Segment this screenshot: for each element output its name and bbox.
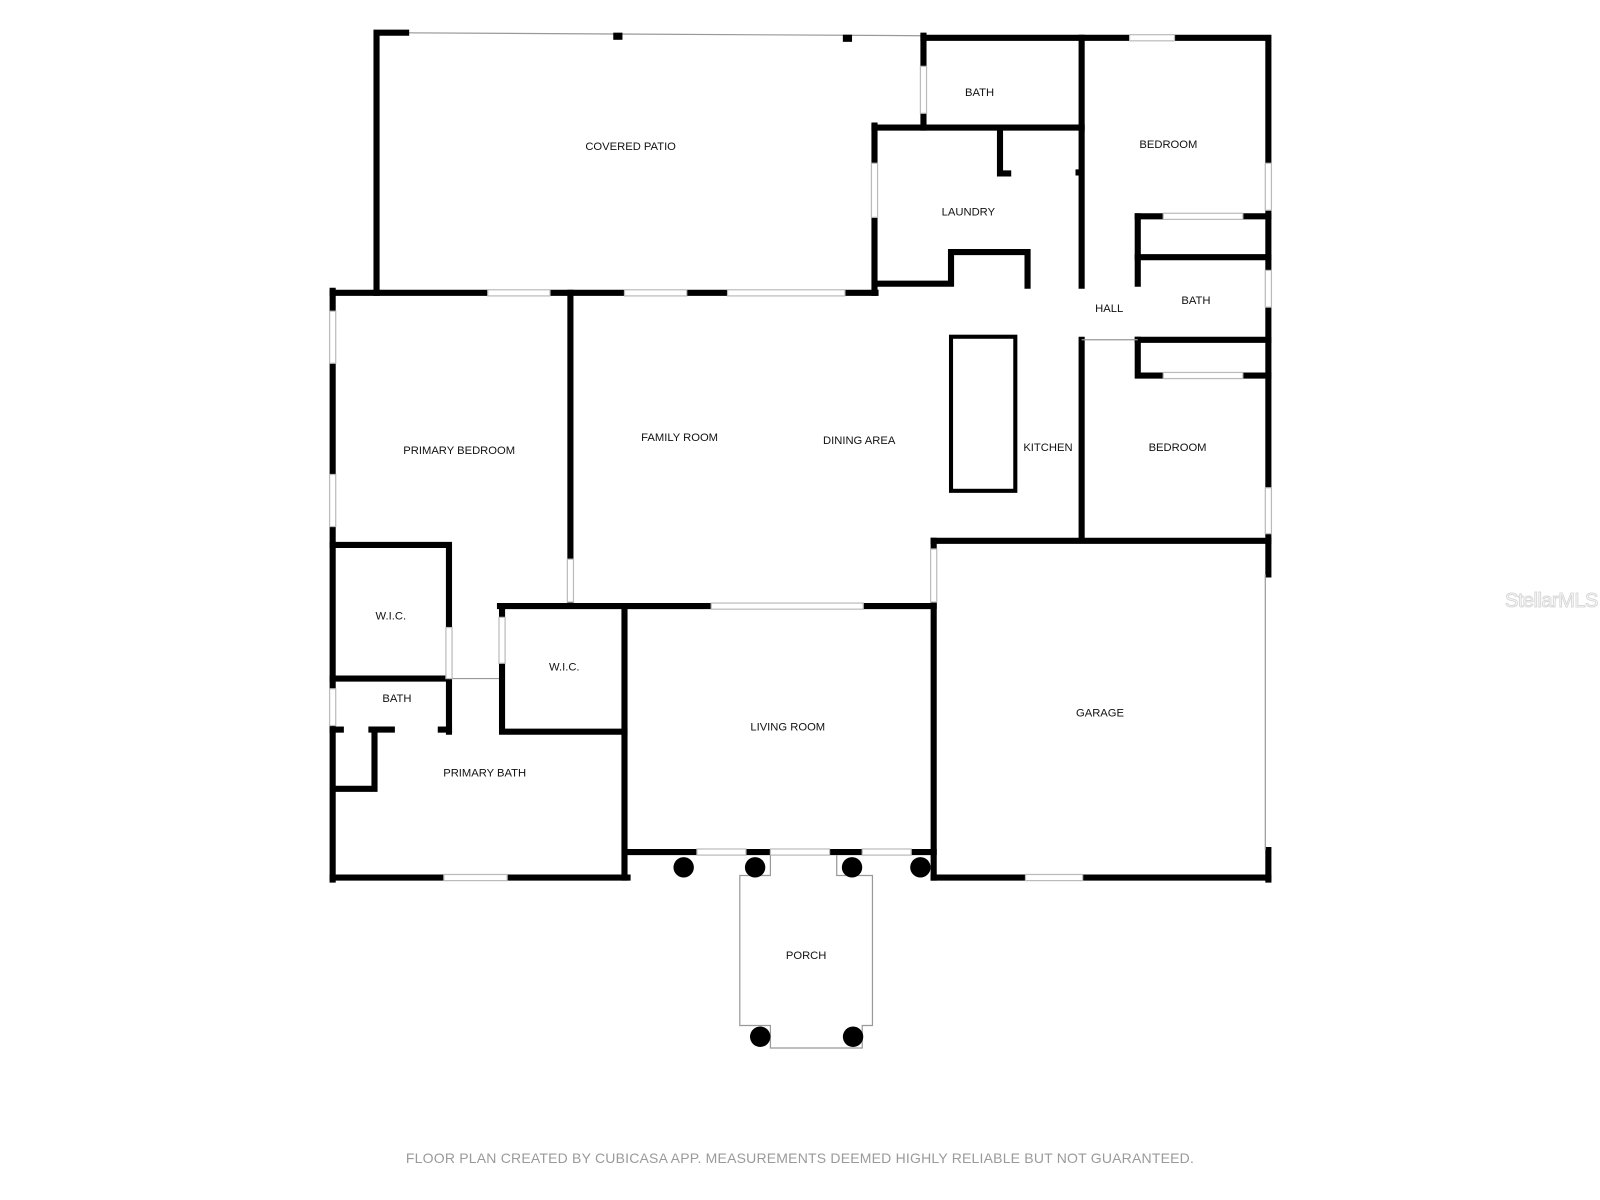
label-wic-left: W.I.C. xyxy=(376,610,407,622)
label-porch: PORCH xyxy=(786,950,827,962)
label-hall: HALL xyxy=(1095,303,1123,315)
label-kitchen: KITCHEN xyxy=(1023,442,1072,454)
label-covered-patio: COVERED PATIO xyxy=(585,141,676,153)
column xyxy=(673,857,694,878)
porch-outline xyxy=(739,855,874,1049)
label-living-room: LIVING ROOM xyxy=(750,722,825,734)
column xyxy=(910,857,931,878)
label-family-room: FAMILY ROOM xyxy=(641,432,718,444)
column xyxy=(841,857,863,878)
label-bath-top: BATH xyxy=(965,87,994,99)
watermark: StellarMLS xyxy=(1505,590,1599,613)
column xyxy=(750,1026,771,1047)
label-primary-bath: PRIMARY BATH xyxy=(443,768,526,780)
label-laundry: LAUNDRY xyxy=(942,206,996,218)
label-bedroom-top: BEDROOM xyxy=(1139,139,1197,151)
disclaimer: FLOOR PLAN CREATED BY CUBICASA APP. MEAS… xyxy=(405,1150,1195,1166)
label-dining-area: DINING AREA xyxy=(823,435,896,447)
room-labels: COVERED PATIO BATH BEDROOM LAUNDRY HALL … xyxy=(376,87,1211,962)
label-bath-hall: BATH xyxy=(1181,295,1210,307)
label-bath-small: BATH xyxy=(382,693,411,705)
column xyxy=(744,857,766,878)
label-wic-right: W.I.C. xyxy=(549,661,580,673)
kitchen-island xyxy=(948,334,1018,493)
column xyxy=(842,1026,864,1047)
columns xyxy=(673,857,931,1047)
label-primary-bedroom: PRIMARY BEDROOM xyxy=(403,445,515,457)
windows-and-doors xyxy=(328,34,1273,882)
label-garage: GARAGE xyxy=(1076,707,1124,719)
label-bedroom-right: BEDROOM xyxy=(1149,442,1207,454)
